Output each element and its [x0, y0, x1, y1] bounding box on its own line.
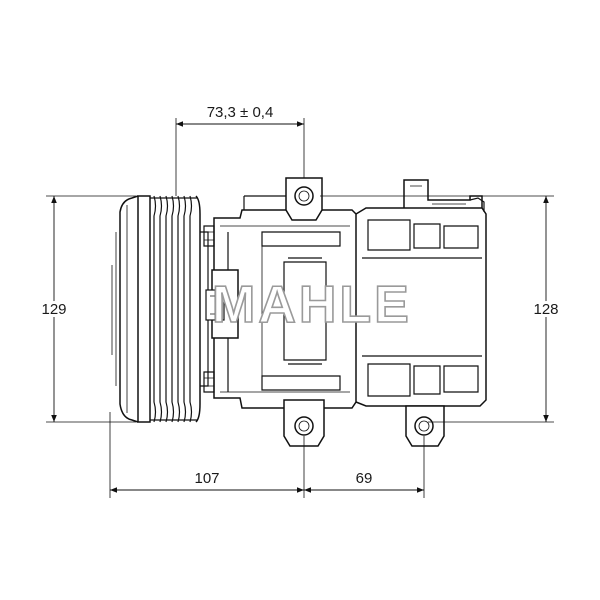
dim-label-top-width: 73,3 ± 0,4: [207, 104, 274, 121]
pulley-clutch: [111, 195, 209, 423]
mount-lug-bottom-rear: [405, 405, 445, 447]
dimension-lines: [46, 118, 554, 498]
electrical-connector: [205, 269, 239, 339]
dim-label-bottom-left: 107: [194, 470, 219, 487]
pulley-grooves: [150, 195, 201, 423]
dim-label-bottom-right: 69: [356, 470, 373, 487]
mount-lug-bottom-front: [283, 399, 325, 447]
dim-label-left-height: 129: [41, 301, 66, 318]
watermark-logo: MAHLE: [212, 276, 412, 334]
mount-lug-top: [285, 177, 323, 221]
compressor-body: [203, 177, 487, 447]
dim-label-right-height: 128: [533, 301, 558, 318]
